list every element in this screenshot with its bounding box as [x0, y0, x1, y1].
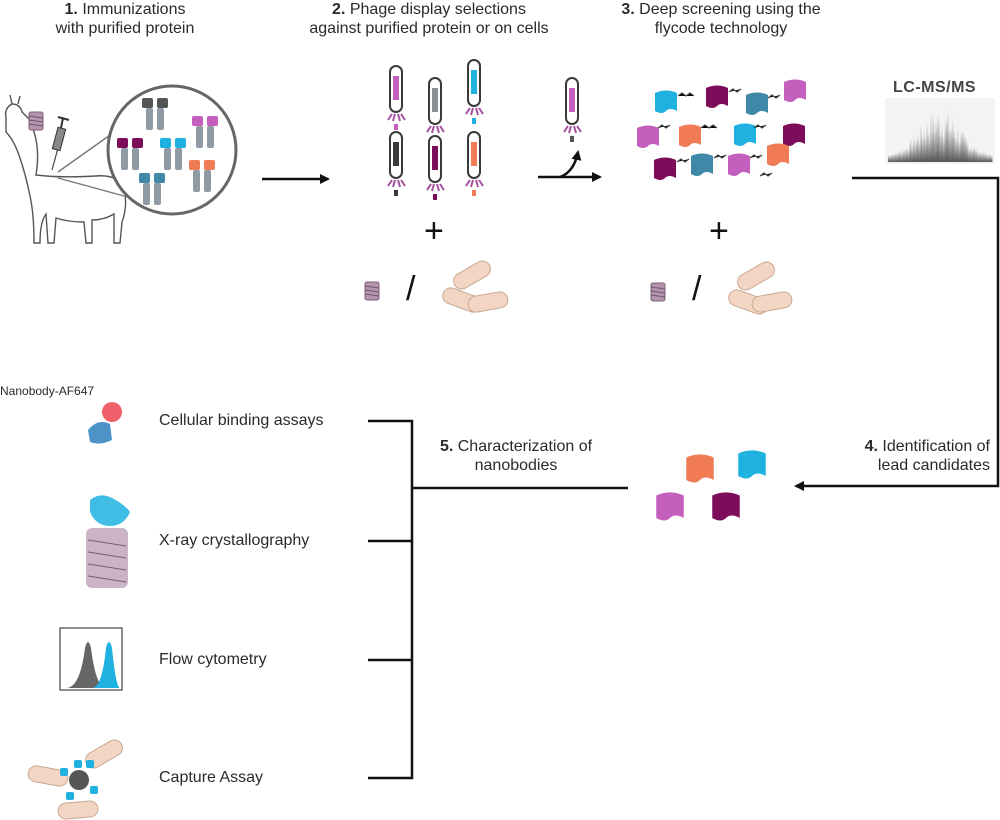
step3-number: 3.	[621, 1, 635, 18]
plus-sign-2: +	[709, 212, 729, 250]
step1-line2: with purified protein	[55, 20, 195, 37]
step2-number: 2.	[332, 1, 346, 18]
flow-cytometry-histogram-icon	[59, 627, 123, 691]
step5-line2: nanobodies	[474, 457, 558, 474]
or-slash-1: /	[406, 270, 416, 308]
llama-illustration	[4, 94, 127, 244]
target-protein-icon-2	[364, 281, 380, 301]
step1-label: 1. Immunizations with purified protein	[20, 0, 230, 38]
step5-line1: Characterization of	[457, 438, 593, 455]
bacteria-icon	[439, 257, 510, 315]
or-slash-2: /	[692, 270, 702, 308]
lcms-label: LC-MS/MS	[893, 79, 977, 96]
elution-arrow	[559, 150, 582, 179]
assay-bracket	[368, 419, 414, 780]
flycode-nanobodies	[637, 79, 806, 180]
nanobody-af647-label: Nanobody-AF647	[0, 384, 95, 398]
target-protein-icon-3	[650, 282, 666, 302]
step5-number: 5.	[439, 438, 454, 455]
antibody-repertoire-icons	[117, 98, 218, 205]
plus-sign-1: +	[424, 212, 444, 250]
syringe-icon	[51, 116, 70, 171]
lead-candidate-nanobodies	[656, 450, 766, 521]
step2-label: 2. Phage display selections against puri…	[274, 0, 584, 38]
step2-line2: against purified protein or on cells	[309, 20, 549, 37]
step1-line1: Immunizations	[82, 1, 186, 18]
assay-capture: Capture Assay	[159, 769, 264, 786]
crystal-structure-icon	[86, 495, 130, 588]
step4-line2: lead candidates	[877, 457, 990, 474]
step3-line1: Deep screening using the	[639, 1, 821, 18]
flycode-tags	[657, 88, 781, 177]
step3-line2: flycode technology	[654, 20, 788, 37]
capture-assay-icon	[26, 736, 126, 820]
step3-label: 3. Deep screening using the flycode tech…	[596, 0, 846, 38]
step2-line1: Phage display selections	[349, 1, 526, 18]
zoom-line-bottom	[57, 177, 125, 197]
assay-xray-crystallography: X-ray crystallography	[159, 532, 310, 549]
phage-library	[387, 59, 484, 200]
step4-label: 4. Identification of lead candidates	[770, 437, 990, 475]
target-protein-icon	[28, 111, 44, 131]
step1-number: 1.	[64, 1, 78, 18]
step4-line1: Identification of	[882, 438, 990, 455]
selected-phage	[563, 77, 582, 142]
bacteria-icon-2	[725, 258, 794, 317]
step5-label: 5. Characterization of nanobodies	[416, 437, 616, 475]
nanobody-af647-icon	[88, 402, 122, 444]
lcms-spectrum	[885, 98, 995, 164]
connector-step3-to-step4	[794, 176, 1000, 491]
assay-cellular-binding: Cellular binding assays	[159, 412, 324, 429]
assay-flow-cytometry: Flow cytometry	[159, 651, 267, 668]
step4-number: 4.	[864, 438, 878, 455]
